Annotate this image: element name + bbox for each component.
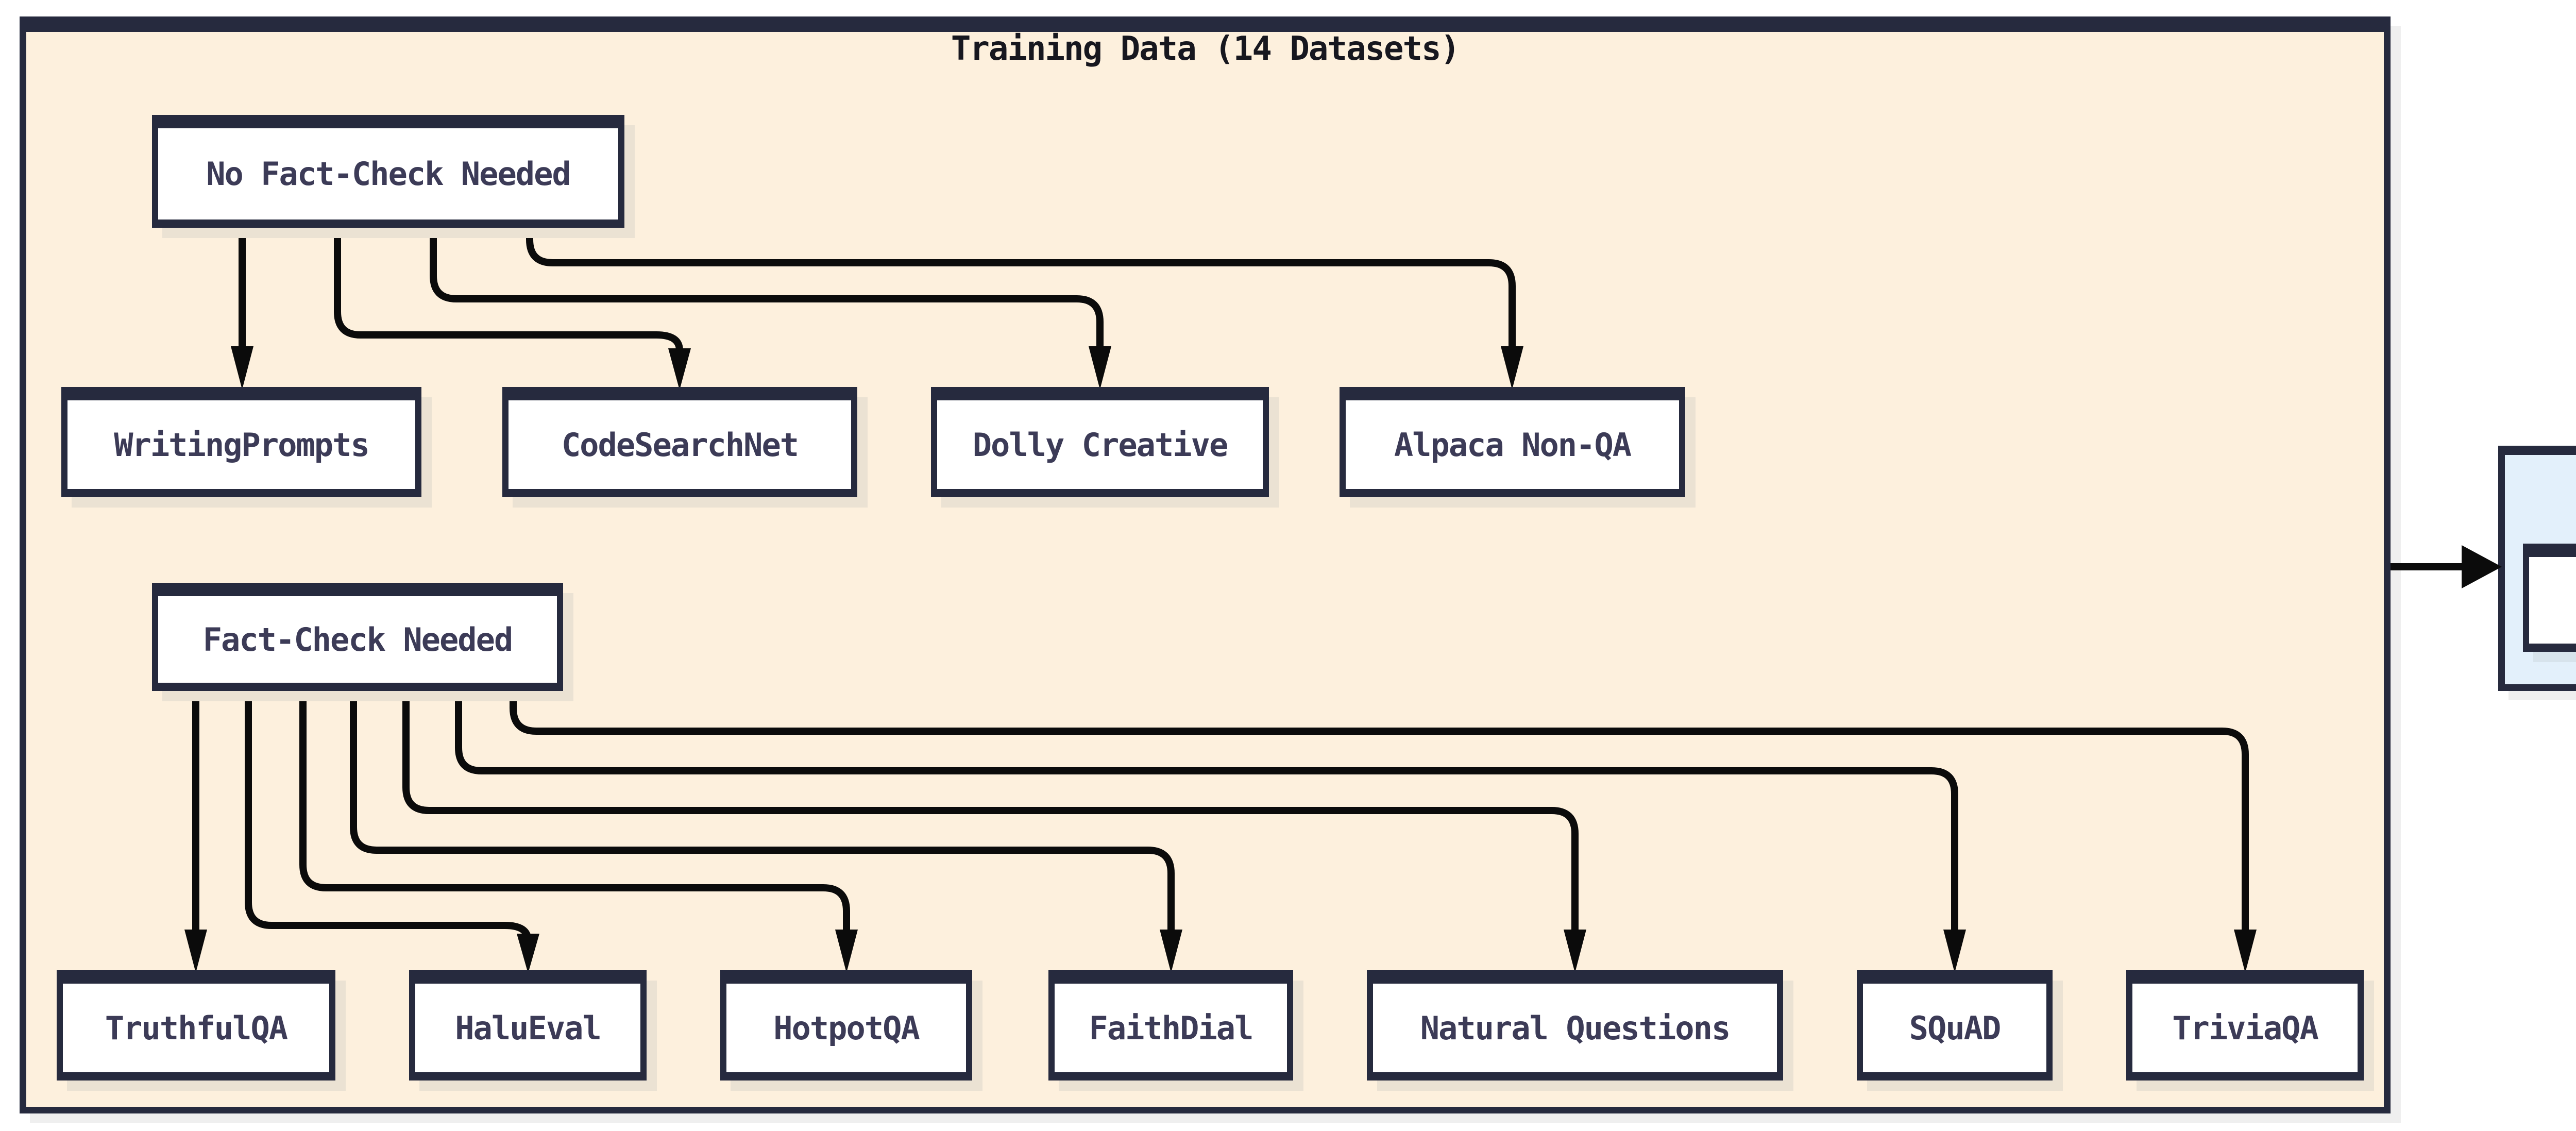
node-squad: SQuAD — [1857, 970, 2053, 1081]
node-dolly-creative: Dolly Creative — [931, 387, 1269, 497]
node-modernbert-base: ModernBERT Base — [2523, 544, 2576, 652]
node-codesearchnet: CodeSearchNet — [502, 387, 857, 497]
node-no-fact-check-needed: No Fact-Check Needed — [152, 115, 624, 228]
node-halueval: HaluEval — [409, 970, 647, 1081]
node-hotpotqa: HotpotQA — [720, 970, 972, 1081]
halugate-sentinel-title: HaluGate Sentinel — [2498, 455, 2576, 494]
training-data-title: Training Data (14 Datasets) — [951, 30, 1460, 68]
node-writingprompts: WritingPrompts — [61, 387, 421, 497]
arrowhead-sentinel — [2462, 545, 2502, 588]
node-triviaqa: TriviaQA — [2126, 970, 2364, 1081]
node-alpaca-non-qa: Alpaca Non-QA — [1340, 387, 1685, 497]
node-fact-check-needed: Fact-Check Needed — [152, 583, 563, 691]
node-truthfulqa: TruthfulQA — [57, 970, 335, 1081]
node-natural-questions: Natural Questions — [1367, 970, 1783, 1081]
node-faithdial: FaithDial — [1048, 970, 1293, 1081]
